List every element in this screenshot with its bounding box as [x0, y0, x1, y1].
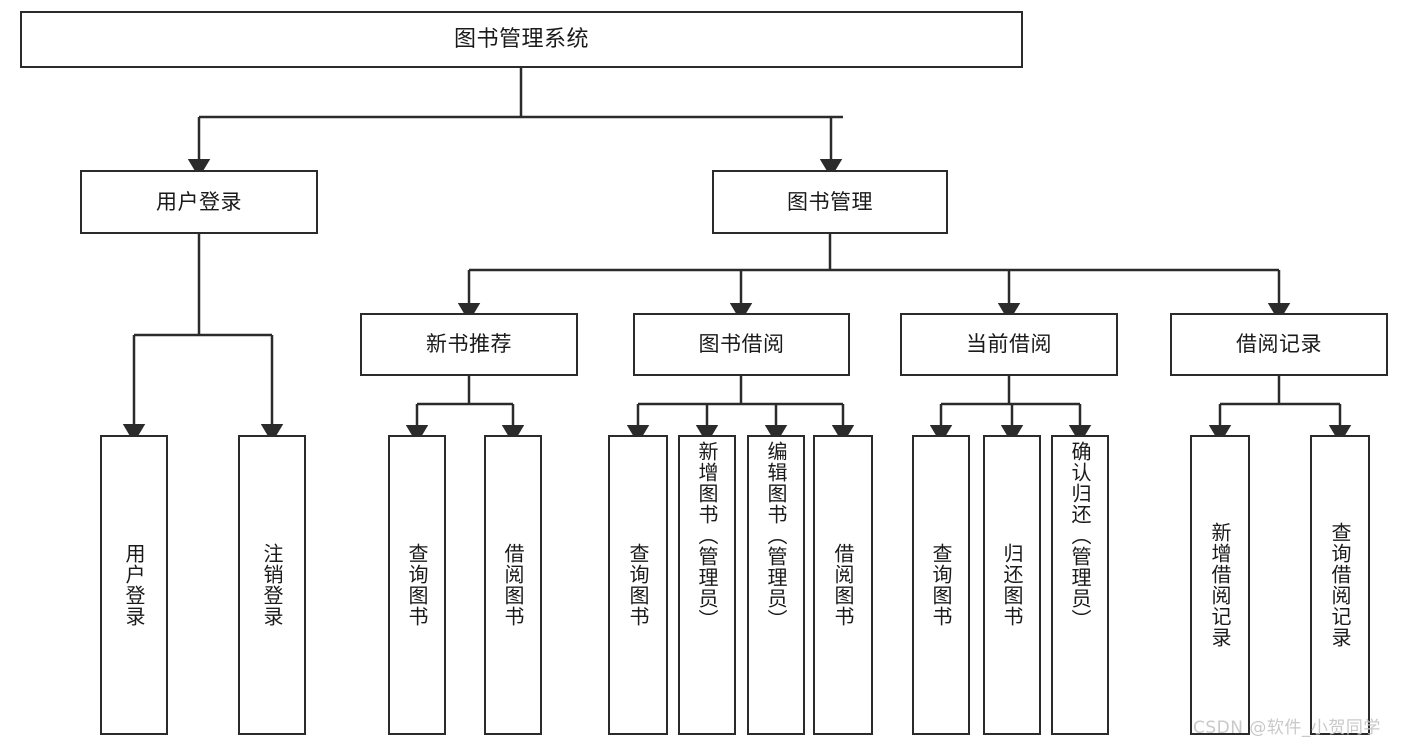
node-current-borrow[interactable]: 当前借阅 — [900, 313, 1118, 376]
csdn-watermark: CSDN @软件_小贺同学 — [1193, 718, 1381, 738]
node-borrow-record-label: 借阅记录 — [1236, 332, 1322, 357]
leaf-logout-label: 注销登录 — [260, 543, 284, 627]
leaf-edit-book-admin[interactable]: 编辑图书（管理员） — [747, 435, 805, 735]
leaf-user-login-label: 用户登录 — [122, 543, 146, 627]
leaf-borrow-book-recommend-label: 借阅图书 — [501, 543, 525, 627]
node-user-login-label: 用户登录 — [156, 189, 242, 214]
leaf-confirm-return-admin[interactable]: 确认归还（管理员） — [1051, 435, 1109, 735]
node-new-book-recommend-label: 新书推荐 — [426, 332, 512, 357]
node-book-borrow[interactable]: 图书借阅 — [633, 313, 850, 376]
leaf-query-book-recommend-label: 查询图书 — [405, 543, 429, 627]
leaf-add-book-admin[interactable]: 新增图书（管理员） — [678, 435, 736, 735]
leaf-return-book-label: 归还图书 — [1000, 543, 1024, 627]
leaf-query-book-recommend[interactable]: 查询图书 — [388, 435, 446, 735]
node-user-login[interactable]: 用户登录 — [80, 170, 318, 234]
leaf-return-book[interactable]: 归还图书 — [983, 435, 1041, 735]
node-current-borrow-label: 当前借阅 — [966, 332, 1052, 357]
leaf-borrow-book-recommend[interactable]: 借阅图书 — [484, 435, 542, 735]
leaf-edit-book-admin-label: 编辑图书（管理员） — [764, 441, 788, 630]
node-book-management[interactable]: 图书管理 — [712, 170, 948, 234]
node-root[interactable]: 图书管理系统 — [20, 11, 1023, 68]
leaf-query-book-label: 查询图书 — [626, 543, 650, 627]
leaf-query-book-current-label: 查询图书 — [929, 543, 953, 627]
leaf-borrow-book[interactable]: 借阅图书 — [813, 435, 873, 735]
leaf-add-borrow-record-label: 新增借阅记录 — [1208, 522, 1232, 648]
leaf-query-borrow-record[interactable]: 查询借阅记录 — [1310, 435, 1370, 735]
leaf-add-borrow-record[interactable]: 新增借阅记录 — [1190, 435, 1250, 735]
node-borrow-record[interactable]: 借阅记录 — [1170, 313, 1388, 376]
leaf-query-book-current[interactable]: 查询图书 — [912, 435, 970, 735]
node-new-book-recommend[interactable]: 新书推荐 — [360, 313, 578, 376]
leaf-borrow-book-label: 借阅图书 — [831, 543, 855, 627]
leaf-query-borrow-record-label: 查询借阅记录 — [1328, 522, 1352, 648]
leaf-query-book[interactable]: 查询图书 — [608, 435, 668, 735]
node-book-borrow-label: 图书借阅 — [698, 332, 785, 357]
node-root-label: 图书管理系统 — [453, 26, 589, 52]
leaf-add-book-admin-label: 新增图书（管理员） — [695, 441, 719, 630]
node-book-management-label: 图书管理 — [787, 189, 873, 214]
leaf-logout[interactable]: 注销登录 — [238, 435, 306, 735]
leaf-confirm-return-admin-label: 确认归还（管理员） — [1068, 441, 1092, 630]
leaf-user-login[interactable]: 用户登录 — [100, 435, 168, 735]
